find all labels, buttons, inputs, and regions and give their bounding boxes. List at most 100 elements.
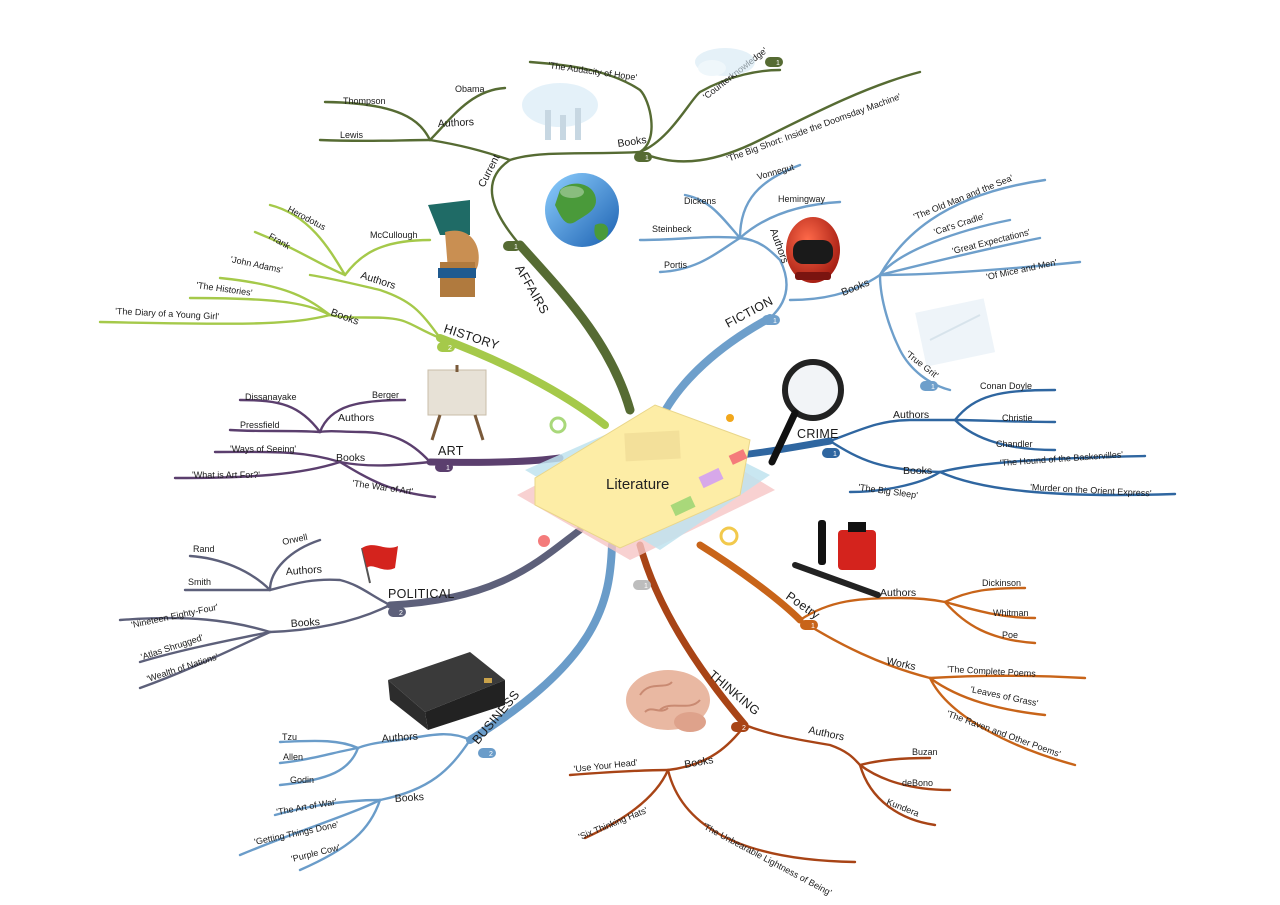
affairs-author-0[interactable]: Thompson (343, 96, 386, 106)
history-book-2[interactable]: 'The Diary of a Young Girl' (115, 306, 220, 321)
crime-main-label[interactable]: CRIME (797, 427, 839, 441)
fiction-author-2[interactable]: Hemingway (778, 194, 826, 204)
trunk-fiction[interactable] (656, 314, 774, 424)
badge-true-grit[interactable]: 1 (920, 381, 938, 391)
business-author-1[interactable]: Allen (283, 752, 303, 762)
trunk-affairs[interactable] (515, 240, 635, 415)
art-book-1[interactable]: 'What is Art For?' (192, 470, 260, 480)
helmet-icon (786, 217, 840, 283)
crime-authors-label[interactable]: Authors (893, 409, 929, 421)
history-author-1[interactable]: McCullough (370, 230, 418, 240)
svg-text:1: 1 (773, 318, 777, 325)
poetry-author-0[interactable]: Dickinson (982, 578, 1021, 588)
crime-author-1[interactable]: Christie (1002, 413, 1033, 423)
political-main-label[interactable]: POLITICAL (388, 587, 455, 601)
art-book-0[interactable]: 'Ways of Seeing' (230, 444, 296, 454)
history-author-0[interactable]: Herodotus (286, 204, 328, 233)
badge-thinking[interactable]: 2 (731, 722, 749, 732)
art-main-label[interactable]: ART (438, 444, 464, 458)
affairs-books-label[interactable]: Books (617, 134, 648, 150)
fiction-author-0[interactable]: Vonnegut (756, 162, 796, 182)
badge-poetry[interactable]: 1 (800, 620, 818, 630)
center-label[interactable]: Literature (606, 476, 669, 493)
art-authors-label[interactable]: Authors (338, 412, 374, 424)
crime-author-0[interactable]: Conan Doyle (980, 381, 1032, 391)
thinking-authors-label[interactable]: Authors (807, 724, 845, 743)
political-author-1[interactable]: Orwell (281, 532, 308, 547)
political-author-2[interactable]: Smith (188, 577, 211, 587)
trunk-thinking[interactable] (636, 541, 749, 729)
badge-history[interactable]: 2 (437, 342, 455, 352)
business-book-2[interactable]: 'Purple Cow' (290, 842, 341, 864)
fiction-book-3[interactable]: 'Of Mice and Men' (985, 257, 1058, 282)
affairs-authors-label[interactable]: Authors (438, 116, 475, 130)
poetry-work-1[interactable]: 'Leaves of Grass' (970, 684, 1040, 708)
business-book-0[interactable]: 'The Art of War' (276, 796, 338, 817)
affairs-book-2[interactable]: 'The Big Short: Inside the Doomsday Mach… (725, 91, 902, 164)
thinking-book-1[interactable]: 'Six Thinking Hats' (577, 805, 649, 842)
central-book-image[interactable]: Literature (517, 404, 775, 560)
trunk-history[interactable] (436, 334, 609, 429)
badge-business[interactable]: 2 (478, 748, 496, 758)
svg-text:1: 1 (644, 583, 648, 590)
fiction-main-label[interactable]: FICTION (723, 294, 776, 331)
svg-text:2: 2 (448, 345, 452, 352)
badge-affairs[interactable]: 1 (503, 241, 521, 251)
art-book-2[interactable]: 'The War of Art' (352, 478, 414, 496)
history-books-label[interactable]: Books (329, 307, 361, 328)
badge-political[interactable]: 2 (388, 607, 406, 617)
crime-books-label[interactable]: Books (903, 465, 932, 477)
affairs-author-2[interactable]: Lewis (340, 130, 364, 140)
affairs-book-0[interactable]: 'The Audacity of Hope' (548, 60, 638, 82)
crime-book-0[interactable]: 'The Hound of the Baskervilles' (999, 449, 1123, 468)
badge-crime[interactable]: 1 (822, 448, 840, 458)
fiction-author-3[interactable]: Steinbeck (652, 224, 692, 234)
business-books-label[interactable]: Books (394, 791, 424, 805)
badge-center-stub[interactable]: 1 (633, 580, 651, 590)
fiction-labels: FICTION Authors Vonnegut Dickens Hemingw… (652, 162, 1058, 381)
political-authors-label[interactable]: Authors (285, 563, 322, 577)
trunk-art[interactable] (426, 454, 564, 466)
trunk-political[interactable] (386, 526, 584, 609)
easel-canvas-image (427, 365, 487, 441)
badge-affairs-books[interactable]: 1 (634, 152, 652, 162)
fiction-author-1[interactable]: Dickens (684, 196, 717, 206)
trunk-crime[interactable] (736, 437, 834, 459)
thinking-author-1[interactable]: deBono (902, 778, 933, 788)
affairs-author-1[interactable]: Obama (455, 84, 485, 94)
fiction-book-0[interactable]: 'The Old Man and the Sea' (912, 173, 1015, 222)
history-author-2[interactable]: Frank (267, 231, 292, 251)
svg-text:2: 2 (489, 751, 493, 758)
history-book-1[interactable]: 'The Histories' (196, 280, 254, 298)
art-books-label[interactable]: Books (336, 452, 365, 464)
business-author-2[interactable]: Godin (290, 775, 314, 785)
trunk-business[interactable] (466, 541, 616, 744)
history-book-0[interactable]: 'John Adams' (230, 254, 284, 275)
art-author-1[interactable]: Berger (372, 390, 399, 400)
art-author-2[interactable]: Pressfield (240, 420, 280, 430)
political-books-label[interactable]: Books (290, 616, 320, 630)
svg-text:1: 1 (833, 451, 837, 458)
thinking-books-label[interactable]: Books (683, 754, 714, 771)
business-authors-label[interactable]: Authors (381, 730, 418, 744)
poetry-work-0[interactable]: 'The Complete Poems (947, 664, 1037, 679)
crime-author-2[interactable]: Chandler (996, 439, 1033, 449)
business-labels: BUSINESS Authors Tzu Allen Godin Books '… (253, 688, 522, 864)
branch-political (118, 538, 392, 690)
political-book-0[interactable]: 'Nineteen Eighty-Four' (130, 602, 219, 630)
political-author-0[interactable]: Rand (193, 544, 215, 554)
business-author-0[interactable]: Tzu (282, 732, 297, 742)
badge-fiction[interactable]: 1 (762, 315, 780, 325)
poetry-author-1[interactable]: Whitman (993, 608, 1029, 618)
fiction-author-4[interactable]: Portis (664, 260, 688, 270)
art-author-0[interactable]: Dissanayake (245, 392, 297, 402)
poetry-author-2[interactable]: Poe (1002, 630, 1018, 640)
fiction-books-label[interactable]: Books (840, 277, 872, 299)
business-book-1[interactable]: 'Getting Things Done' (253, 819, 339, 847)
poetry-authors-label[interactable]: Authors (880, 587, 916, 599)
thinking-author-0[interactable]: Buzan (912, 747, 938, 757)
badge-counterknowledge[interactable]: 1 (765, 57, 783, 67)
badge-art[interactable]: 1 (435, 462, 453, 472)
trunk-poetry[interactable] (696, 541, 804, 624)
